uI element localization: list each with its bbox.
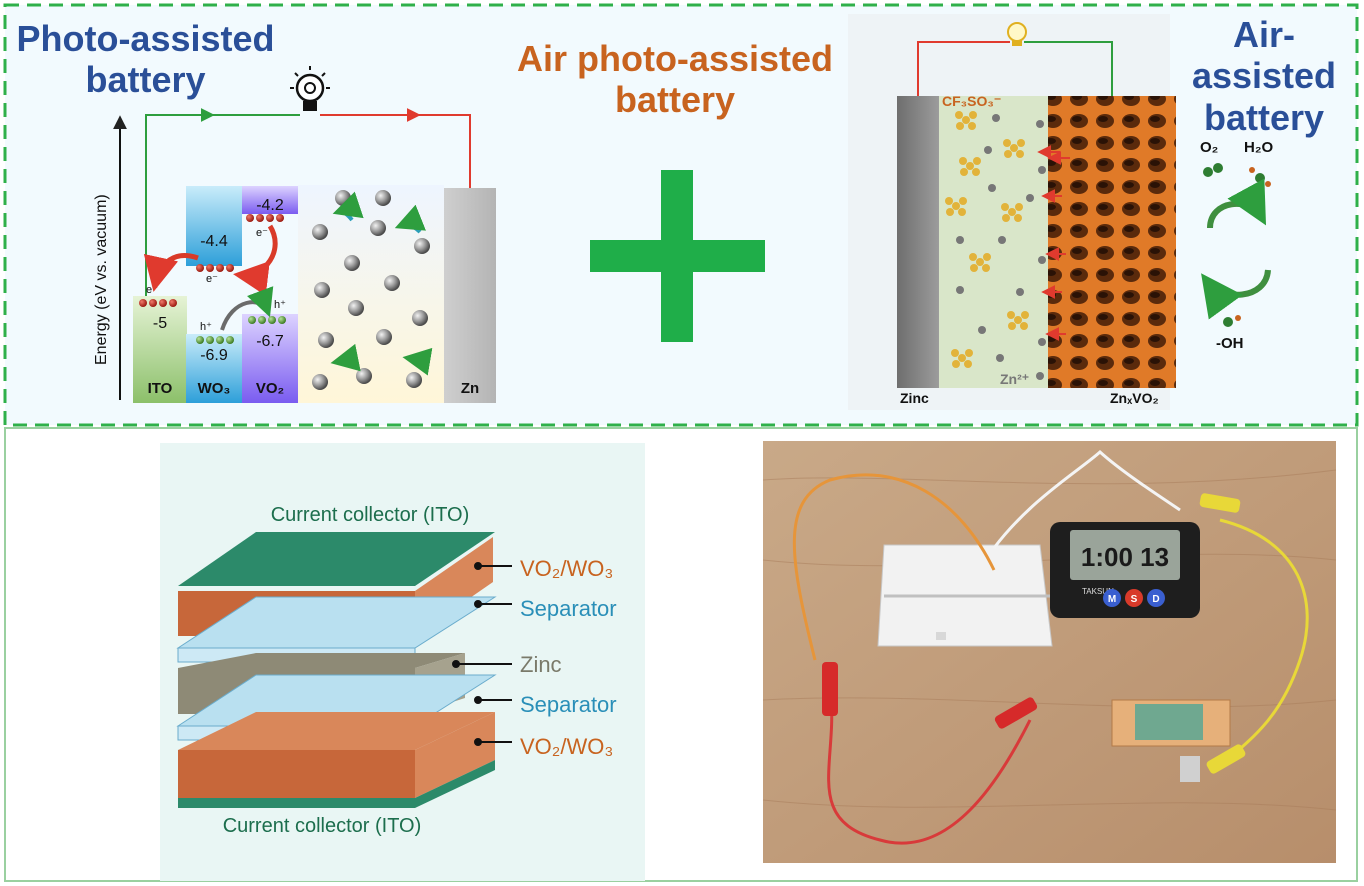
hole-dots [196,316,286,344]
stack-layers [176,532,497,808]
vo2-valence-band [242,314,298,403]
clock-brand: TAKSUN [1082,587,1114,596]
yellow-wire [1214,518,1309,772]
top-dashed-frame [3,3,1359,427]
electron-label-vo2: e⁻ [256,227,268,239]
air-electrolyte [938,96,1050,388]
vo2-label: VO₂ [256,380,284,397]
light-bulb-icon [290,66,330,111]
anion-label: CF₃SO₃⁻ [942,93,1001,109]
electron-dots [139,214,284,307]
plus-icon [590,170,765,342]
digital-clock: 1:00 13 TAKSUN M S D [1050,522,1200,618]
ito-band [133,296,187,403]
zinc-electrode [897,96,939,388]
hole-label-vo2: h⁺ [274,299,286,311]
oh-label: -OH [1216,335,1244,352]
o2-molecule [1203,163,1223,177]
electron-label-wo3: e⁻ [206,273,218,285]
anion-molecules [945,111,1029,368]
wo3-label: WO₃ [198,380,231,397]
energy-axis-label: Energy (eV vs. vacuum) [93,194,110,365]
air-photo-assisted-title: Air photo-assisted battery [516,38,834,121]
battery-device [1111,699,1231,782]
electron-transfer-arrow-ito [143,253,199,292]
white-wire [992,449,1181,549]
cycle-arrow-top [1207,178,1267,229]
clock-button-s: S [1131,594,1138,605]
clock-display: 1:00 13 [1081,542,1169,572]
zinc-label: Zinc [900,390,929,406]
zn-electrode [444,188,496,403]
layer-label-separator-bottom: Separator [520,692,617,717]
bottom-electrode-top [178,712,495,750]
air-circuit-red [917,41,1010,96]
alligator-clips [822,493,1246,774]
vo2-vb-value: -6.7 [256,333,284,350]
bottom-collector-front [178,798,415,808]
circuit-wire-red [320,114,471,188]
top-collector-face [178,532,495,586]
air-circuit-green [1024,41,1113,96]
clock-button-m: M [1108,594,1116,605]
wo3-cb-value: -4.4 [200,233,228,250]
wo3-vb-value: -6.9 [200,347,228,364]
ion-flow-arrows [330,191,433,376]
circuit-wire-green [145,114,300,296]
zn-ion-label: Zn²⁺ [1000,371,1029,387]
wood-grain [762,469,1337,811]
h2o-molecule [1249,167,1271,187]
layer-label-electrode-top: VO₂/WO₃ [520,556,613,581]
electron-transfer-arrow-wo3 [233,224,278,296]
znxvo2-cathode [1048,96,1176,388]
bottom-electrode-side [415,712,495,798]
bottom-frame [4,427,1358,882]
wo3-valence-band [186,334,242,403]
breadboard [877,544,1053,647]
o2-label: O₂ [1200,139,1218,156]
zinc-top [178,653,465,668]
bulb-icon [1007,22,1027,46]
cathode-label: ZnₓVO₂ [1110,390,1159,406]
vo2-conduction-band [242,186,298,214]
top-collector-label: Current collector (ITO) [271,504,470,526]
red-ion-arrows [1037,145,1070,341]
layer-label-electrode-bottom: VO₂/WO₃ [520,734,613,759]
ito-level-value: -5 [153,315,167,332]
layer-label-zinc: Zinc [520,652,562,677]
hole-label-wo3: h⁺ [200,321,212,333]
wo3-conduction-band [186,186,242,266]
zn-label: Zn [461,380,479,397]
device-photo [763,441,1336,863]
clock-button-d: D [1152,594,1159,605]
ito-label: ITO [148,380,173,397]
zinc-ion-balls [312,190,430,390]
hole-transfer-arrow [220,286,274,331]
bottom-electrode-front [178,750,415,798]
air-assisted-title: Air-assisted battery [1191,14,1337,138]
stack-leader-lines [452,562,512,746]
red-wire [827,689,1032,845]
orange-wire [792,473,996,661]
photo-assisted-title: Photo-assisted battery [16,18,275,101]
oh-molecule [1223,315,1241,327]
cycle-arrow-bottom [1201,269,1271,320]
vo2-cb-value: -4.2 [256,197,284,214]
electron-label-ito: e⁻ [146,284,158,296]
bottom-collector-side [415,760,495,808]
zinc-ion-dots [956,114,1046,380]
layer-label-separator-top: Separator [520,596,617,621]
h2o-label: H₂O [1244,139,1273,156]
bottom-collector-label: Current collector (ITO) [223,815,422,837]
